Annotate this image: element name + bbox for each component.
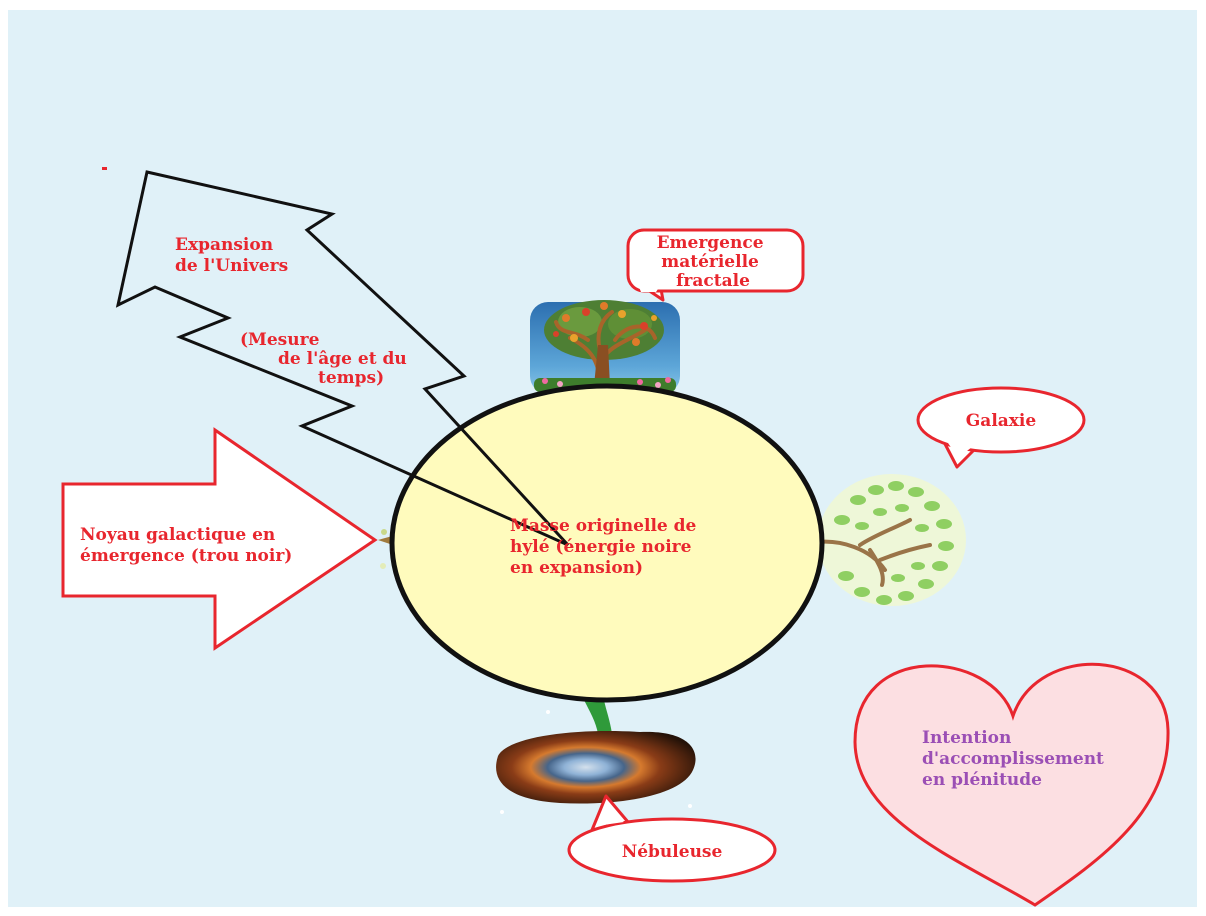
galaxie-bubble-label: Galaxie xyxy=(966,411,1037,431)
nebula-image xyxy=(496,710,696,814)
hyle-mass-circle xyxy=(389,383,825,703)
galaxie-bubble: Galaxie xyxy=(916,386,1086,469)
center-label: Masse originelle de hylé (énergie noire … xyxy=(510,516,702,578)
emergence-bubble-label: Emergence matérielle fractale xyxy=(657,233,770,291)
heart-shape xyxy=(853,662,1170,907)
fractal-tree-image xyxy=(530,300,680,394)
expansion-label: Expansion de l'Univers xyxy=(175,235,288,276)
heart-label: Intention d'accomplissement en plénitude xyxy=(922,728,1110,790)
mesure-label: (Mesure de l'âge et du temps) xyxy=(240,330,413,388)
lightning-bolt-shape xyxy=(115,170,570,547)
arrow-label: Noyau galactique en émergence (trou noir… xyxy=(80,525,292,566)
red-dash xyxy=(102,167,107,170)
green-tree-image xyxy=(816,474,966,606)
emergence-bubble: Emergence matérielle fractale xyxy=(626,228,805,302)
arrow-right-shape xyxy=(61,427,378,651)
green-stem xyxy=(584,700,612,734)
nebuleuse-bubble-label: Nébuleuse xyxy=(622,842,723,862)
nebuleuse-bubble: Nébuleuse xyxy=(567,794,777,883)
